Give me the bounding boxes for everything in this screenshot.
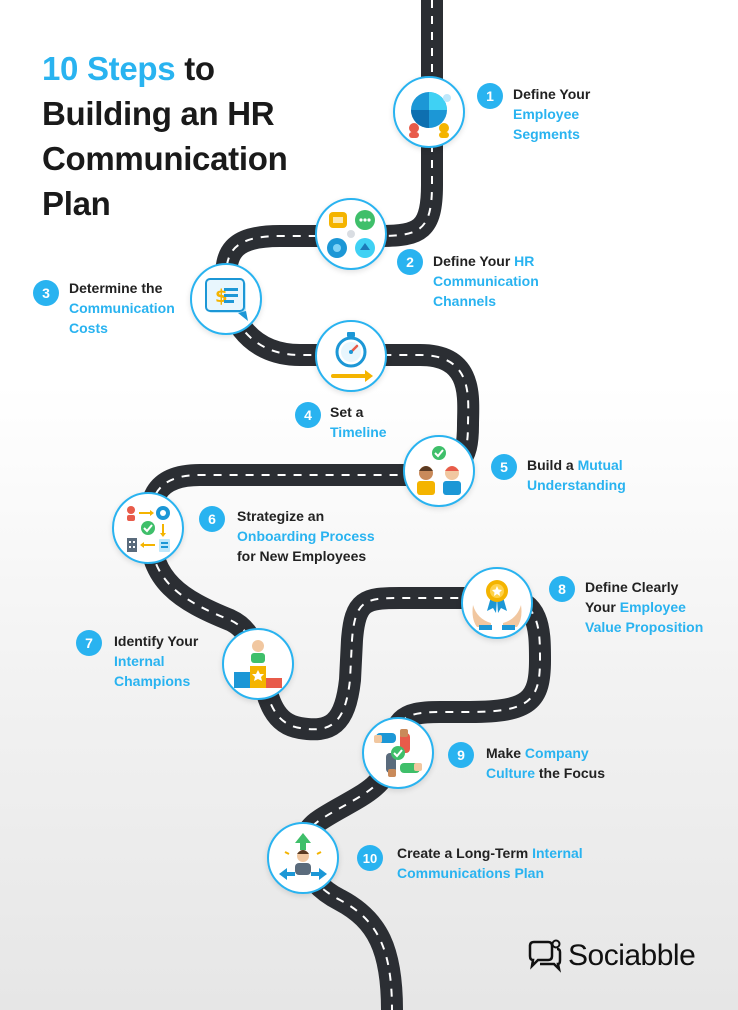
title-line3: Communication [42, 140, 288, 177]
step-4-badge: 4 [295, 402, 321, 428]
step-2-line-1: Define Your HR [433, 253, 535, 269]
sociabble-logo: Sociabble [526, 938, 696, 974]
step-10-circle [267, 822, 339, 894]
step-8-line-2: Your Employee [585, 599, 686, 615]
step-6-line-3: for New Employees [237, 548, 367, 564]
step-1-badge: 1 [477, 83, 503, 109]
step-7-label: Identify Your Internal Champions [114, 631, 198, 691]
step-9-line-1: Make Company [486, 745, 589, 761]
step-7-circle [222, 628, 294, 700]
channels-icon [327, 210, 375, 258]
direction-person-icon [279, 833, 327, 880]
step-8-line-1: Define Clearly [585, 579, 679, 595]
brand-name: Sociabble [568, 939, 696, 972]
step-8-line-3: Value Proposition [585, 619, 704, 635]
step-7-line-3: Champions [114, 673, 191, 689]
step-1-line-2: Employee [513, 106, 580, 122]
step-3-circle: $ [190, 263, 262, 335]
step-4-line-2: Timeline [330, 424, 387, 440]
step-9-circle [362, 717, 434, 789]
people-agreement-icon [417, 446, 461, 495]
pie-chart-icon [409, 92, 451, 138]
step-2-line-3: Channels [433, 293, 497, 309]
step-5-circle [403, 435, 475, 507]
step-1-line-1: Define Your [513, 86, 591, 102]
step-9-label: Make Company Culture the Focus [486, 743, 605, 783]
step-3-line-2: Communication [69, 300, 175, 316]
team-hands-icon [374, 729, 422, 777]
step-5-line-1: Build a Mutual [527, 457, 623, 473]
step-1-label: Define Your Employee Segments [513, 84, 590, 144]
step-2-badge: 2 [397, 249, 423, 275]
title-line4: Plan [42, 185, 111, 222]
step-10-line-1: Create a Long-Term Internal [397, 845, 583, 861]
step-3-badge: 3 [33, 280, 59, 306]
step-8-badge: 8 [549, 576, 575, 602]
step-3-line-1: Determine the [69, 280, 163, 296]
step-8-label: Define Clearly Your Employee Value Propo… [585, 577, 703, 637]
title-rest: to [175, 50, 215, 87]
step-5-line-2: Understanding [527, 477, 626, 493]
cost-document-icon: $ [205, 278, 248, 321]
step-10-line-2: Communications Plan [397, 865, 545, 881]
award-hands-icon [472, 580, 522, 630]
step-2-line-2: Communication [433, 273, 539, 289]
step-7-line-1: Identify Your [114, 633, 199, 649]
step-2-circle [315, 198, 387, 270]
step-5-label: Build a Mutual Understanding [527, 455, 626, 495]
step-7-line-2: Internal [114, 653, 165, 669]
step-9-line-2: Culture the Focus [486, 765, 606, 781]
step-4-line-1: Set a [330, 404, 364, 420]
step-5-badge: 5 [491, 454, 517, 480]
step-1-circle [393, 76, 465, 148]
step-9-badge: 9 [448, 742, 474, 768]
step-6-label: Strategize an Onboarding Process for New… [237, 506, 375, 566]
step-6-badge: 6 [199, 506, 225, 532]
step-3-line-3: Costs [69, 320, 108, 336]
step-8-circle [461, 567, 533, 639]
step-6-line-1: Strategize an [237, 508, 325, 524]
podium-icon [234, 640, 282, 688]
step-6-line-2: Onboarding Process [237, 528, 375, 544]
step-10-badge: 10 [357, 845, 383, 871]
step-6-circle [112, 492, 184, 564]
step-7-badge: 7 [76, 630, 102, 656]
step-4-label: Set a Timeline [330, 402, 387, 442]
step-10-label: Create a Long-Term Internal Communicatio… [397, 843, 583, 883]
step-4-circle [315, 320, 387, 392]
title-line2: Building an HR [42, 95, 275, 132]
onboarding-process-icon [127, 506, 170, 552]
step-3-label: Determine the Communication Costs [69, 278, 175, 338]
stopwatch-icon [331, 332, 373, 382]
page-title: 10 Steps to Building an HR Communication… [42, 46, 342, 226]
speech-bubbles-icon [528, 939, 562, 973]
step-2-label: Define Your HR Communication Channels [433, 251, 539, 311]
step-1-line-3: Segments [513, 126, 580, 142]
title-accent: 10 Steps [42, 50, 176, 87]
